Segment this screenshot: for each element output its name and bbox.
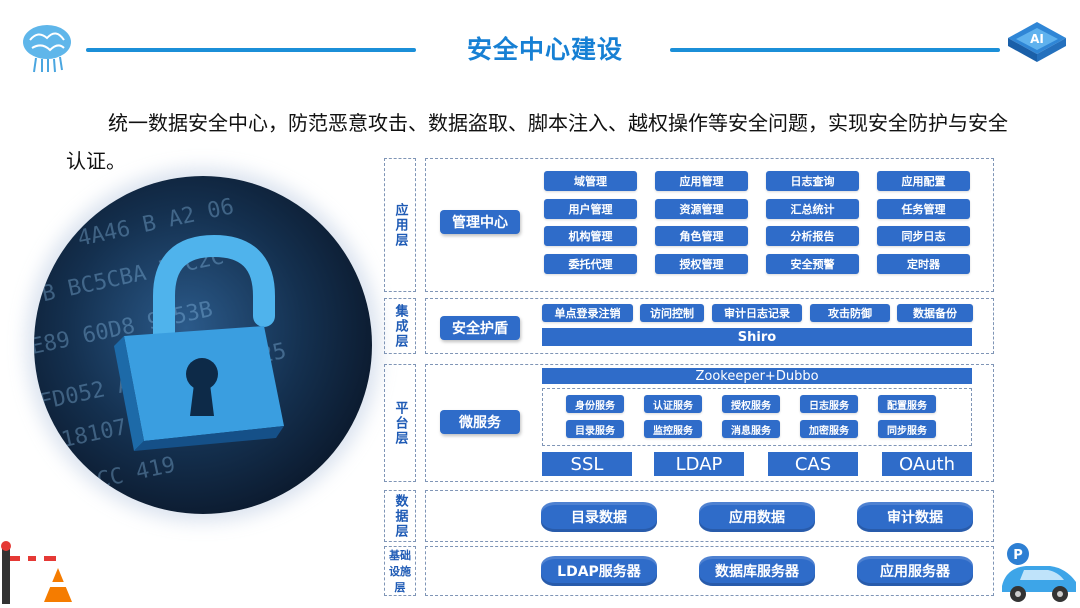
app-module-button: 授权管理 <box>655 253 748 274</box>
ai-chip-icon: AI <box>1004 18 1070 74</box>
header-line-right <box>670 48 1000 52</box>
ai-chip-text: AI <box>1030 32 1044 46</box>
integration-module-button: 单点登录注销 <box>542 304 633 322</box>
app-module-button: 安全预警 <box>766 253 859 274</box>
category-microservices: 微服务 <box>440 410 520 434</box>
protocol-box: SSL <box>542 452 632 476</box>
integration-module-button: 访问控制 <box>640 304 704 322</box>
layer-label-infra: 基础设施层 <box>384 546 416 596</box>
infra-server-cylinder: LDAP服务器 <box>541 556 657 586</box>
data-store-cylinder: 审计数据 <box>857 502 973 532</box>
app-module-button: 汇总统计 <box>766 198 859 219</box>
layer-box-integration <box>425 298 994 354</box>
service-button: 消息服务 <box>722 420 780 438</box>
protocol-box: OAuth <box>882 452 972 476</box>
service-button: 日志服务 <box>800 395 858 413</box>
app-module-button: 角色管理 <box>655 226 748 246</box>
service-button: 配置服务 <box>878 395 936 413</box>
security-lock-image: 5 B 4A46 B A2 06 27B BC5CBA 3 C2C E89 60… <box>34 176 372 514</box>
parking-car-icon: P <box>996 540 1080 604</box>
app-module-button: 域管理 <box>544 171 637 191</box>
data-store-cylinder: 应用数据 <box>699 502 815 532</box>
service-button: 认证服务 <box>644 395 702 413</box>
app-module-button: 日志查询 <box>766 171 859 191</box>
protocol-box: CAS <box>768 452 858 476</box>
app-module-button: 应用管理 <box>655 171 748 191</box>
brain-icon <box>20 22 74 74</box>
page-title: 安全中心建设 <box>466 35 623 64</box>
app-module-button: 分析报告 <box>766 226 859 246</box>
infra-server-cylinder: 应用服务器 <box>857 556 973 586</box>
category-security-shield: 安全护盾 <box>440 316 520 340</box>
layer-label-data: 数据层 <box>384 490 416 542</box>
app-module-button: 机构管理 <box>544 226 637 246</box>
layer-label-app: 应用层 <box>384 158 416 292</box>
barrier-gate-icon <box>0 538 80 604</box>
layer-box-data <box>425 490 994 542</box>
service-button: 目录服务 <box>566 420 624 438</box>
protocol-box: LDAP <box>654 452 744 476</box>
integration-module-button: 攻击防御 <box>810 304 890 322</box>
service-button: 加密服务 <box>800 420 858 438</box>
service-button: 监控服务 <box>644 420 702 438</box>
category-management-center: 管理中心 <box>440 210 520 234</box>
app-module-button: 资源管理 <box>655 198 748 219</box>
shiro-bar: Shiro <box>542 328 972 346</box>
app-module-button: 委托代理 <box>544 253 637 274</box>
layer-box-platform <box>425 364 994 482</box>
layer-box-infra <box>425 546 994 596</box>
services-box <box>542 388 972 446</box>
app-module-button: 应用配置 <box>877 171 970 191</box>
app-module-button: 用户管理 <box>544 198 637 219</box>
app-module-button: 任务管理 <box>877 198 970 219</box>
parking-sign-text: P <box>1013 548 1023 563</box>
data-store-cylinder: 目录数据 <box>541 502 657 532</box>
app-module-button: 定时器 <box>877 253 970 274</box>
header-line-left <box>86 48 416 52</box>
app-module-button: 同步日志 <box>877 226 970 246</box>
zookeeper-dubbo-bar: Zookeeper+Dubbo <box>542 368 972 384</box>
layer-label-platform: 平台层 <box>384 364 416 482</box>
layer-label-integration: 集成层 <box>384 298 416 354</box>
service-button: 身份服务 <box>566 395 624 413</box>
layer-box-app <box>425 158 994 292</box>
service-button: 同步服务 <box>878 420 936 438</box>
padlock-icon <box>114 234 284 451</box>
intro-paragraph: 统一数据安全中心，防范恶意攻击、数据盗取、脚本注入、越权操作等安全问题，实现安全… <box>66 111 1008 173</box>
integration-module-button: 审计日志记录 <box>712 304 802 322</box>
infra-server-cylinder: 数据库服务器 <box>699 556 815 586</box>
service-button: 授权服务 <box>722 395 780 413</box>
integration-module-button: 数据备份 <box>897 304 973 322</box>
